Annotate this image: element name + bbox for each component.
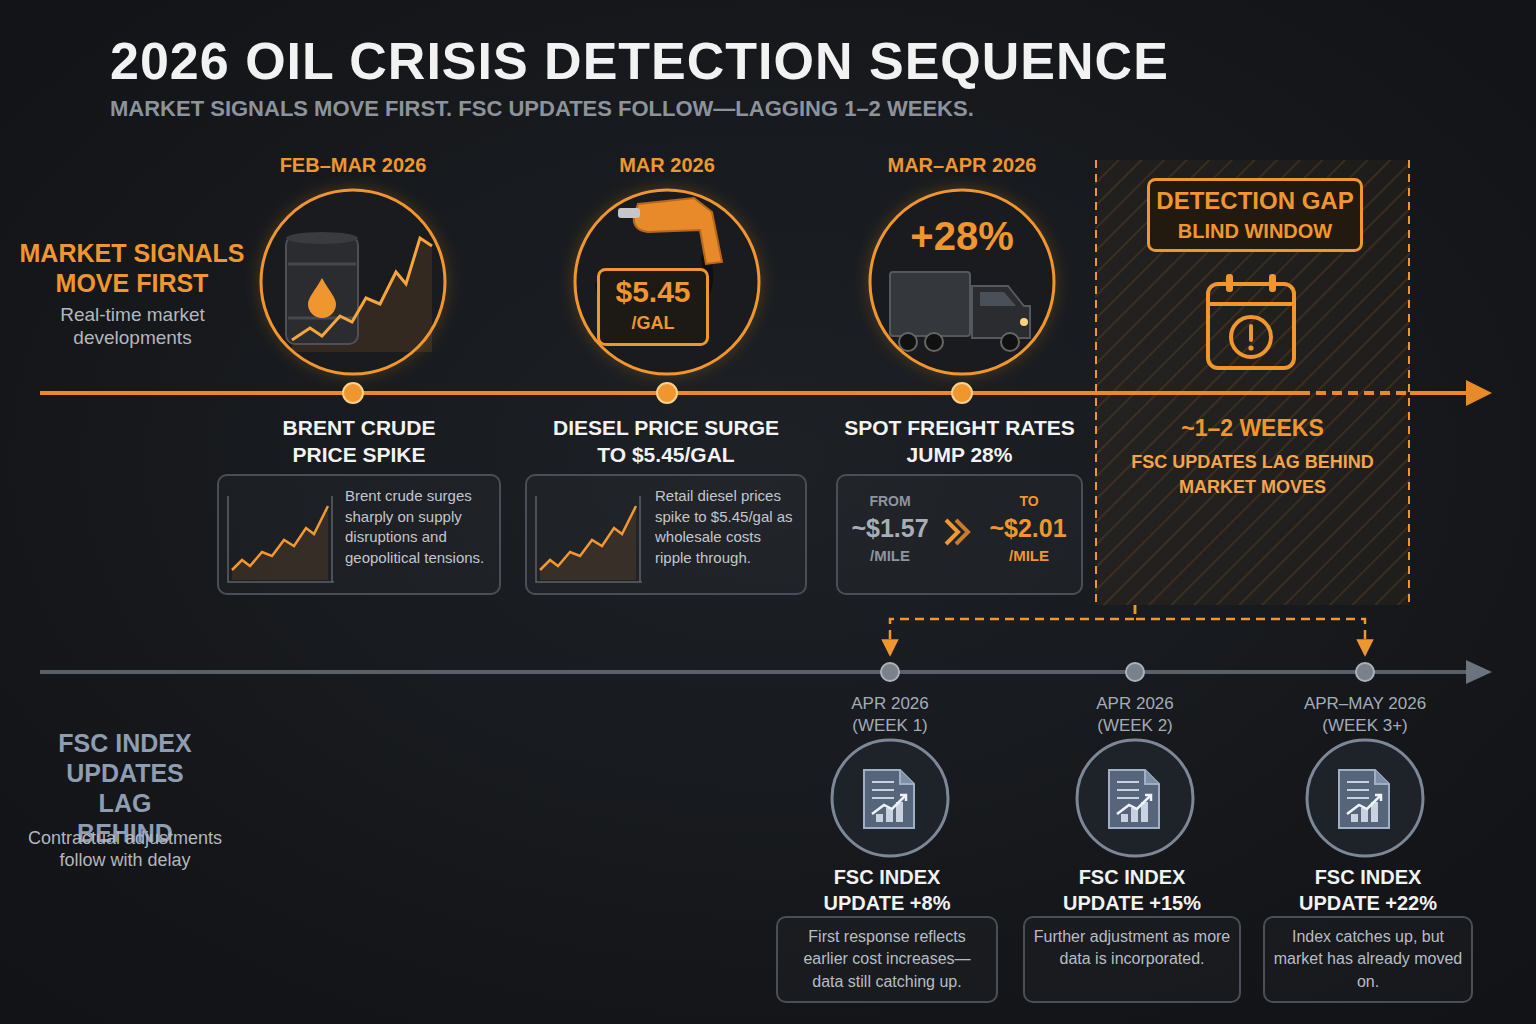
fsc-card: FSC INDEX UPDATE +15% Further adjustment … [1023,862,1241,1004]
fsc-circle: APR 2026 (WEEK 2) [1060,655,1210,860]
lane-note: Real-time market developments [35,304,230,350]
node-text: /MILE [848,546,932,566]
node-outline [253,148,453,380]
node-heading: DETECTION GAP [1147,185,1363,216]
price-tag: $5.45/GAL [597,268,709,346]
fsc-circle: APR–MAY 2026 (WEEK 3+) [1290,655,1440,860]
lane-note: Contractual adjustments follow with dela… [15,828,235,871]
detection-gap-band: ~1–2 WEEKS FSC UPDATES LAG BEHIND MARKET … [1095,160,1410,605]
node-text: First response reflects earlier cost inc… [786,926,988,993]
node-text: Brent crude surges sharply on supply dis… [345,486,495,569]
node-heading: $5.45 [597,272,709,311]
node-text: TO [982,492,1076,510]
node-heading: APR 2026 (WEEK 1) [825,693,955,737]
node-text: FROM [848,492,932,510]
node-text: Further adjustment as more data is incor… [1033,926,1231,971]
node-text: Index catches up, but market has already… [1273,926,1463,993]
node-heading: BRENT CRUDE PRICE SPIKE [269,414,449,469]
node-heading: FSC INDEX UPDATE +15% [1037,864,1227,916]
gap-callout: DETECTION GAPBLIND WINDOW [1147,178,1363,252]
node-heading: APR–MAY 2026 (WEEK 3+) [1290,693,1440,737]
signal-card: DIESEL PRICE SURGE TO $5.45/GAL Retail di… [525,410,807,596]
page-title: 2026 OIL CRISIS DETECTION SEQUENCE [110,30,1169,92]
node-outline [1290,655,1440,860]
event-circle: MAR–APR 2026 +28% [862,148,1062,380]
fsc-card: FSC INDEX UPDATE +22% Index catches up, b… [1263,862,1473,1004]
fsc-timeline [40,660,1492,684]
oil-barrel-icon [286,232,432,352]
node-heading: DIESEL PRICE SURGE TO $5.45/GAL [546,414,786,469]
subtitle: MARKET SIGNALS MOVE FIRST. FSC UPDATES F… [110,96,1410,122]
node-outline [862,148,1062,380]
node-text: FSC UPDATES LAG BEHIND MARKET MOVES [1120,450,1385,500]
node-text: /GAL [597,312,709,335]
fsc-circle: APR 2026 (WEEK 1) [815,655,965,860]
dashed-connector [890,605,1135,655]
event-circle: FEB–MAR 2026 [253,148,453,380]
node-text: Retail diesel prices spike to $5.45/gal … [655,486,801,569]
fsc-card: FSC INDEX UPDATE +8% First response refle… [776,862,998,1004]
event-circle: MAR 2026 $5.45/GAL [567,148,767,380]
node-heading: SPOT FREIGHT RATES JUMP 28% [844,414,1075,469]
node-heading: MAR 2026 [567,152,767,178]
document-chart-icon [1109,770,1159,828]
lane-label: MARKET SIGNALS MOVE FIRST [18,238,246,298]
node-outline [815,655,965,860]
node-text: BLIND WINDOW [1147,218,1363,244]
truck-icon [890,272,1030,351]
node-text: +28% [862,210,1062,262]
node-text: ~$1.57 [840,512,940,545]
node-heading: APR 2026 (WEEK 2) [1070,693,1200,737]
node-text: ~$2.01 [976,512,1080,545]
node-heading: FSC INDEX UPDATE +8% [792,864,982,916]
dashed-connector [1135,605,1365,655]
node-heading: ~1–2 WEEKS [1095,414,1410,444]
node-outline [1060,655,1210,860]
node-text: /MILE [982,546,1076,566]
node-heading: FSC INDEX UPDATE +22% [1273,864,1463,916]
signal-card: SPOT FREIGHT RATES JUMP 28% FROM ~$1.57/MI… [836,410,1083,596]
document-chart-icon [1339,770,1389,828]
signal-card: BRENT CRUDE PRICE SPIKE Brent crude surge… [217,410,501,596]
document-chart-icon [864,770,914,828]
node-heading: FEB–MAR 2026 [253,152,453,178]
node-heading: MAR–APR 2026 [862,152,1062,178]
